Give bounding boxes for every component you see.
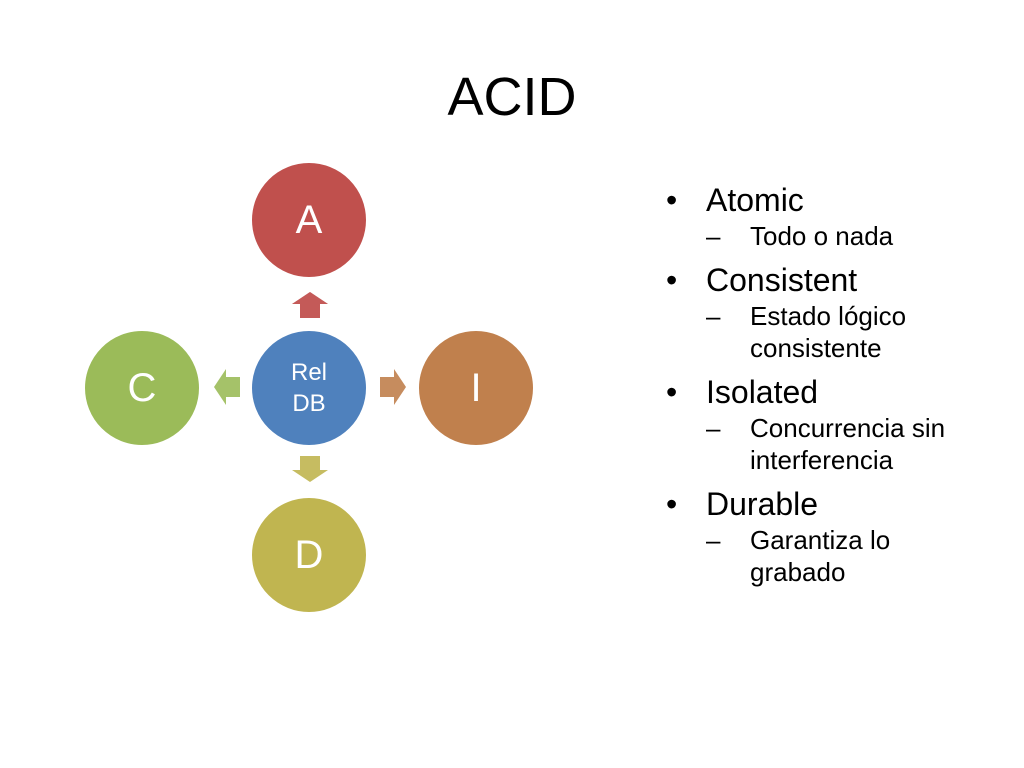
node-a: A (250, 161, 368, 279)
bullet-dot-icon: • (666, 486, 678, 522)
sub-bullet-text: Estado lógico consistente (750, 301, 907, 363)
node-center-reldb: Rel DB (250, 329, 368, 447)
arrow-right-icon (380, 369, 406, 405)
dash-icon: – (706, 525, 721, 555)
node-d: D (250, 496, 368, 614)
node-d-label: D (294, 532, 324, 577)
sub-bullet-text: Garantiza lo grabado (750, 525, 891, 587)
sub-bullet: – Todo o nada (706, 220, 1006, 252)
bullet-dot-icon: • (666, 374, 678, 410)
sub-bullet-text: Concurrencia sin interferencia (750, 413, 946, 475)
node-i-label: I (470, 365, 482, 410)
sub-bullet-text: Todo o nada (750, 221, 894, 251)
sub-bullet: – Garantiza lo grabado (706, 524, 1006, 588)
node-c-label: C (127, 365, 157, 410)
arrow-down-icon (292, 456, 328, 482)
node-i: I (417, 329, 535, 447)
arrow-left-icon (214, 369, 240, 405)
bullet-consistent: • Consistent – Estado lógico consistente (666, 260, 1006, 364)
acid-bullet-list: • Atomic – Todo o nada • Consistent – Es… (666, 180, 1006, 596)
arrow-up-icon (292, 292, 328, 318)
slide-title: ACID (447, 67, 577, 127)
center-line-1: Rel (290, 359, 327, 386)
bullet-isolated: • Isolated – Concurrencia sin interferen… (666, 372, 1006, 476)
node-a-label: A (295, 197, 323, 242)
bullet-label: Durable (706, 486, 819, 522)
bullet-label: Isolated (706, 374, 819, 410)
center-line-2: DB (292, 390, 326, 417)
node-c: C (83, 329, 201, 447)
bullet-label: Consistent (706, 262, 858, 298)
dash-icon: – (706, 413, 721, 443)
bullet-label: Atomic (706, 182, 804, 218)
dash-icon: – (706, 221, 721, 251)
bullet-dot-icon: • (666, 182, 678, 218)
bullet-durable: • Durable – Garantiza lo grabado (666, 484, 1006, 588)
dash-icon: – (706, 301, 721, 331)
bullet-atomic: • Atomic – Todo o nada (666, 180, 1006, 252)
bullet-dot-icon: • (666, 262, 678, 298)
sub-bullet: – Concurrencia sin interferencia (706, 412, 1006, 476)
sub-bullet: – Estado lógico consistente (706, 300, 1006, 364)
